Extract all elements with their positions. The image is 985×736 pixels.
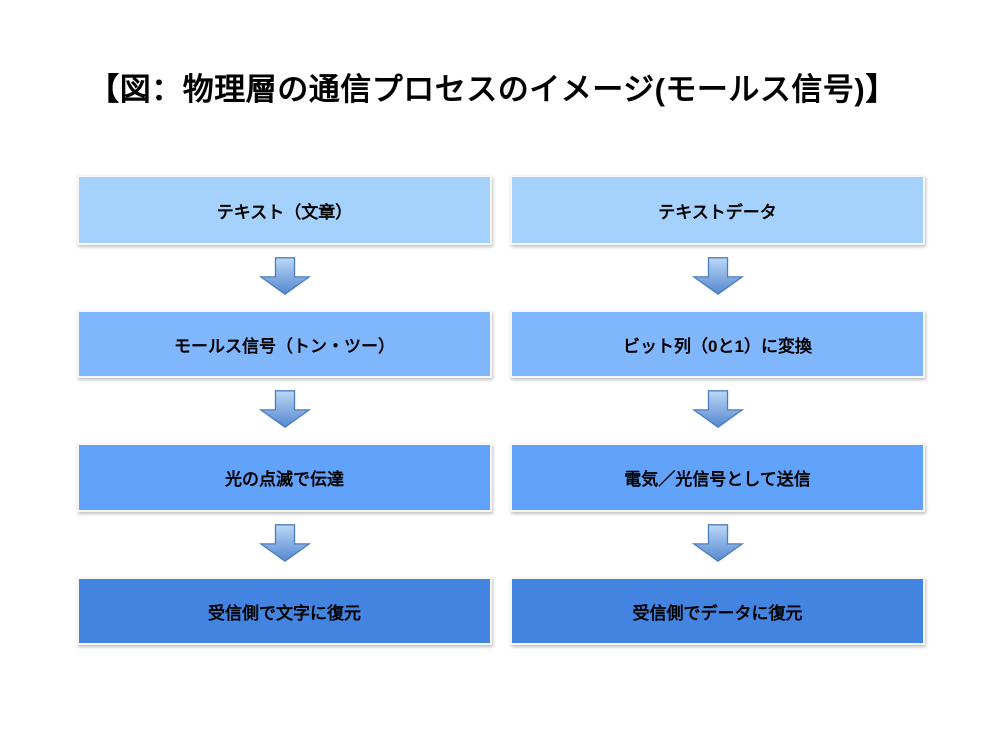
step-box: 電気／光信号として送信 <box>510 443 925 512</box>
step-label: テキスト（文章） <box>216 202 353 222</box>
down-arrow-icon <box>259 257 310 295</box>
step-box: 受信側でデータに復元 <box>510 577 925 645</box>
step-box: 光の点滅で伝達 <box>77 443 492 512</box>
right-column-digital-flow: テキストデータ ビット列（0と1）に変換 電気／光信号として送信 受信側でデータ… <box>510 175 925 647</box>
down-arrow-icon <box>259 390 310 428</box>
step-box: テキスト（文章） <box>77 175 492 245</box>
step-box: ビット列（0と1）に変換 <box>510 310 925 378</box>
step-label: テキストデータ <box>658 202 777 222</box>
step-box: テキストデータ <box>510 175 925 245</box>
step-label: 受信側で文字に復元 <box>208 603 361 623</box>
down-arrow-icon <box>692 257 743 295</box>
step-label: 電気／光信号として送信 <box>624 470 811 489</box>
page-title: 【図：物理層の通信プロセスのイメージ(モールス信号)】 <box>88 72 897 107</box>
down-arrow-icon <box>259 524 310 562</box>
down-arrow-icon <box>692 390 743 428</box>
step-box: 受信側で文字に復元 <box>77 577 492 645</box>
down-arrow-icon <box>692 524 743 562</box>
step-label: モールス信号（トン・ツー） <box>174 336 395 356</box>
step-label: 受信側でデータに復元 <box>632 603 803 623</box>
step-label: ビット列（0と1）に変換 <box>623 336 812 356</box>
step-label: 光の点滅で伝達 <box>225 470 344 489</box>
left-column-morse-flow: テキスト（文章） モールス信号（トン・ツー） 光の点滅で伝達 受信側で文字に復元 <box>77 175 492 647</box>
step-box: モールス信号（トン・ツー） <box>77 310 492 378</box>
